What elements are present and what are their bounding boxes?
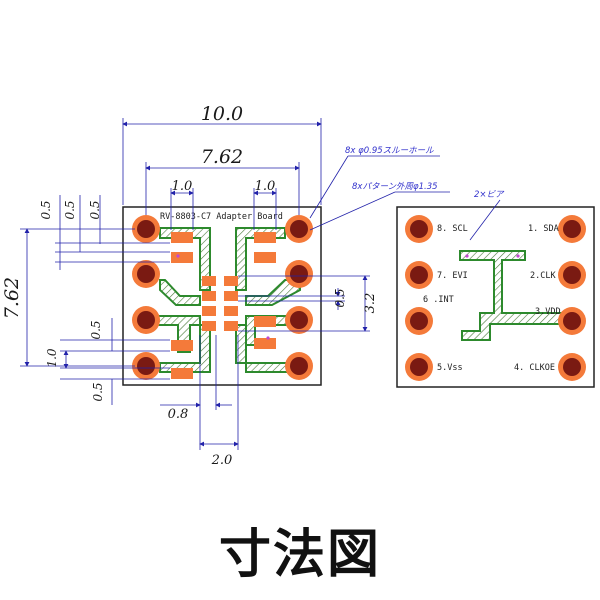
dim-right-small: 0.5 [333,288,347,307]
dim-height: 7.62 [1,277,23,319]
dim-width: 10.0 [201,103,243,125]
dim-pad-w-right: 1.0 [255,179,276,194]
dimension-lines [20,118,450,450]
note-pattern-outer: 8xパターン外周φ1.35 [352,181,438,192]
dim-left-lower-a: 0.5 [89,320,103,339]
pin-label-5: 5.Vss [437,363,463,373]
back-trace [459,250,571,341]
dim-pin-pitch-x: 7.62 [201,146,243,168]
dim-left-lower-pitch: 1.0 [45,348,59,367]
back-board: 8. SCL 1. SDA 7. EVI 2.CLK 6 .INT 3.VDD … [396,199,595,388]
note-through-holes: 8x φ0.95スルーホール [345,146,434,156]
pin-label-4: 4. CLKOE [514,363,555,373]
front-smd-pads [171,232,276,379]
dim-bottom-small: 0.8 [168,407,189,422]
dim-right-large: 3.2 [363,293,378,314]
front-through-holes [132,215,313,380]
pin-label-1: 1. SDA [528,224,559,234]
pin-label-7: 7. EVI [437,271,468,281]
dim-bottom-large: 2.0 [211,453,233,468]
pin-label-3: 3.VDD [535,307,561,317]
note-vias: 2×ビア [474,190,505,200]
dim-offset-a: 0.5 [39,200,53,219]
dim-offset-c: 0.5 [88,200,102,219]
dim-left-lower-b: 0.5 [91,382,105,401]
board-title: RV-8803-C7 Adapter Board [160,212,283,222]
page-caption: 寸法図 [218,525,381,585]
dim-pad-w-left: 1.0 [172,179,193,194]
back-through-holes [405,215,586,381]
front-board: RV-8803-C7 Adapter Board [122,206,322,386]
pin-label-2: 2.CLK [530,271,556,281]
dim-offset-b: 0.5 [63,200,77,219]
pin-label-8: 8. SCL [437,224,468,234]
pin-label-6: 6 .INT [423,295,454,305]
